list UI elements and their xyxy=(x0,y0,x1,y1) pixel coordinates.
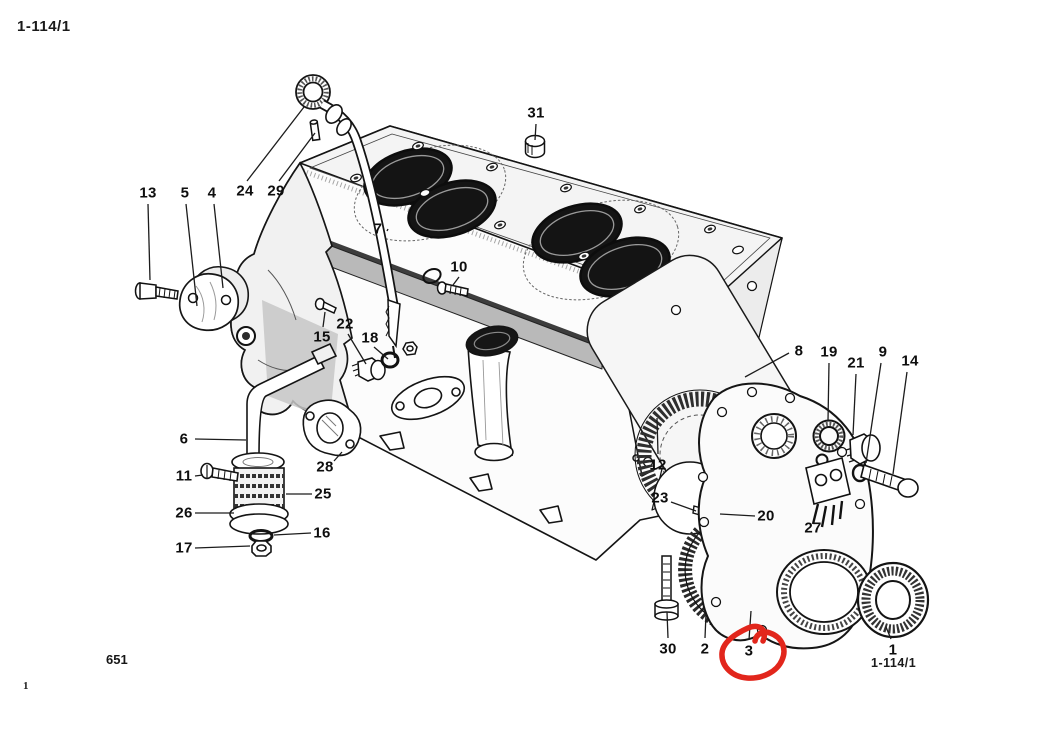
leader-line-19 xyxy=(827,362,830,422)
leader-line-11 xyxy=(194,474,204,477)
side-cover-plate xyxy=(178,266,249,332)
leader-line-23 xyxy=(670,501,697,512)
flange-gaskets xyxy=(302,375,466,457)
small-fasteners-left xyxy=(134,119,546,382)
leader-line-12 xyxy=(656,417,659,455)
leader-line-29 xyxy=(278,132,316,182)
leader-line-31 xyxy=(534,123,537,141)
leader-line-9 xyxy=(865,362,882,464)
cylinder-bores xyxy=(353,144,680,301)
oil-pickup-assembly xyxy=(200,342,338,557)
leader-line-1 xyxy=(885,626,892,640)
crankshaft-seal-1 xyxy=(856,561,930,639)
leader-line-17 xyxy=(194,545,251,549)
leader-line-16 xyxy=(273,532,312,536)
dipstick xyxy=(295,74,401,359)
leader-line-24 xyxy=(246,106,305,182)
leader-line-8 xyxy=(744,352,790,378)
leader-line-14 xyxy=(892,371,908,475)
sheet-number: 1 xyxy=(23,680,29,692)
plate-reference-bottom-right: 1-114/1 xyxy=(871,656,917,670)
leader-line-21 xyxy=(852,373,857,436)
deck-bolt-holes xyxy=(350,141,744,287)
highlight-annotation xyxy=(719,623,787,681)
leader-line-5 xyxy=(185,203,198,307)
tensioner-and-fasteners xyxy=(805,419,919,528)
leader-line-20 xyxy=(719,513,756,517)
oil-filler-tube xyxy=(465,325,519,462)
leader-line-7 xyxy=(386,228,389,232)
leader-line-6 xyxy=(194,438,247,441)
leader-line-13 xyxy=(147,203,151,281)
plate-reference-top-left: 1-114/1 xyxy=(17,18,71,35)
leader-line-22 xyxy=(347,333,367,365)
leader-line-4 xyxy=(213,203,224,289)
leader-line-30 xyxy=(666,611,669,639)
leader-line-28 xyxy=(333,451,343,462)
leader-line-15 xyxy=(322,311,326,328)
timing-cover-27 xyxy=(697,382,874,650)
leader-line-2 xyxy=(704,613,707,639)
leader-line-18 xyxy=(373,346,389,360)
leader-lines xyxy=(147,106,908,641)
page-number: 651 xyxy=(106,652,128,667)
leader-line-10 xyxy=(452,276,460,286)
